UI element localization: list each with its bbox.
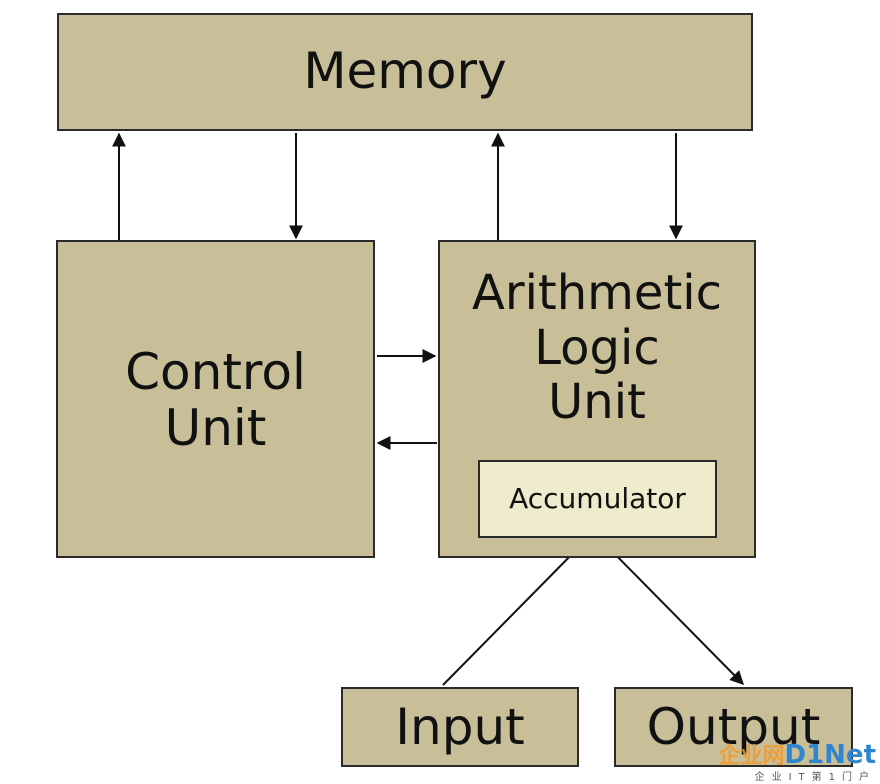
alu-label-line3: Unit xyxy=(548,374,646,431)
input-block: Input xyxy=(341,687,579,767)
watermark-cn-text: 企业网 xyxy=(718,744,785,769)
input-label: Input xyxy=(395,698,525,756)
memory-label: Memory xyxy=(303,42,507,100)
control-unit-label-line2: Unit xyxy=(164,399,267,457)
arrow-input-to-accumulator xyxy=(442,541,585,686)
output-block: Output xyxy=(614,687,853,767)
watermark-brand-text: D1Net xyxy=(784,740,877,770)
control-unit-label: Control Unit xyxy=(58,344,373,456)
watermark-sub-text: 企业IT第1门户 xyxy=(754,772,876,783)
arrow-accumulator-to-output xyxy=(600,539,744,685)
control-unit-block: Control Unit xyxy=(56,240,375,558)
alu-label-line1: Arithmetic xyxy=(472,265,722,321)
watermark-logo: 企业网D1Net 企业IT第1门户 xyxy=(706,738,877,783)
alu-label: Arithmetic Logic Unit xyxy=(440,266,754,430)
memory-block: Memory xyxy=(57,13,753,131)
alu-label-line2: Logic xyxy=(534,319,660,376)
output-label: Output xyxy=(646,698,821,756)
accumulator-block: Accumulator xyxy=(478,460,717,538)
accumulator-label: Accumulator xyxy=(509,482,686,515)
control-unit-label-line1: Control xyxy=(125,343,306,401)
